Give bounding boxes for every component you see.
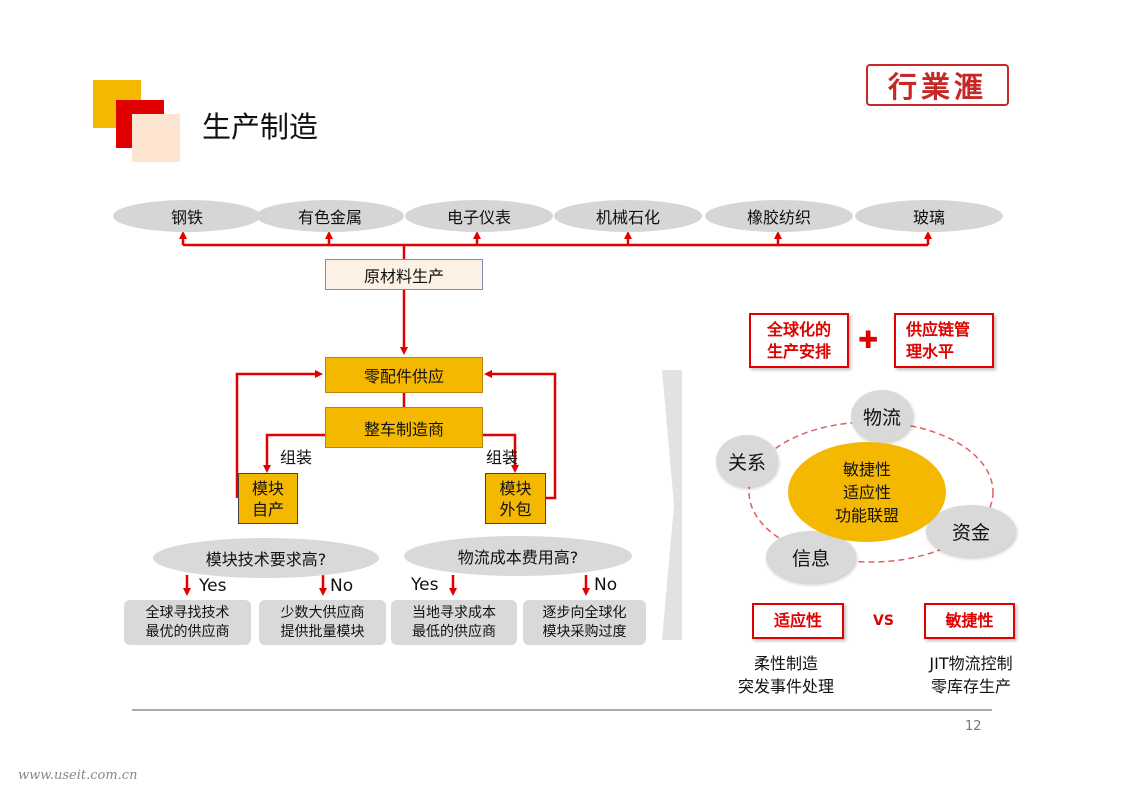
circle-capital: 资金	[926, 505, 1016, 557]
center-line: 适应性	[842, 482, 891, 502]
assembly-label-right: 组装	[486, 448, 519, 467]
result-few-suppliers: 少数大供应商 提供批量模块	[259, 600, 386, 645]
caption-line: 突发事件处理	[737, 677, 834, 696]
result-global-tech: 全球寻找技术 最优的供应商	[124, 600, 251, 645]
raw-material-box: 原材料生产	[325, 259, 483, 290]
global-production-box: 全球化的 生产安排	[749, 313, 849, 368]
module-self-line1: 模块	[251, 478, 284, 498]
center-line: 功能联盟	[834, 505, 899, 525]
result-local-cost: 当地寻求成本 最低的供应商	[391, 600, 517, 645]
circle-logistics: 物流	[851, 390, 913, 442]
result-line: 当地寻求成本	[412, 604, 496, 621]
industry-steel: 钢铁	[113, 200, 261, 232]
caption-line: JIT物流控制	[929, 654, 1013, 673]
supply-chain-box: 供应链管 理水平	[894, 313, 994, 368]
right-no-label: No	[594, 575, 618, 595]
result-line: 逐步向全球化	[542, 604, 627, 621]
right-yes-label: Yes	[411, 575, 439, 595]
box-line: 生产安排	[766, 341, 831, 361]
industry-electronics: 电子仪表	[405, 200, 553, 232]
result-line: 全球寻找技术	[145, 604, 230, 621]
question-tech: 模块技术要求高?	[153, 538, 379, 578]
chevron-separator	[662, 370, 682, 640]
industry-glass: 玻璃	[855, 200, 1003, 232]
question-logistics: 物流成本费用高?	[404, 536, 632, 576]
page-number: 12	[965, 719, 982, 734]
plus-icon: ✚	[858, 326, 879, 354]
result-line: 最优的供应商	[145, 623, 230, 640]
module-outsource-line1: 模块	[499, 478, 532, 498]
brand-logo: 行業滙	[866, 64, 1009, 106]
parts-supply-box: 零配件供应	[325, 357, 483, 393]
vs-label: VS	[873, 613, 894, 629]
left-no-label: No	[330, 576, 354, 596]
box-line: 理水平	[906, 341, 955, 361]
result-global-transition: 逐步向全球化 模块采购过度	[523, 600, 646, 645]
module-self-box: 模块 自产	[238, 473, 298, 524]
result-line: 最低的供应商	[412, 623, 496, 640]
industry-rubber: 橡胶纺织	[705, 200, 853, 232]
module-outsource-line2: 外包	[499, 499, 532, 519]
caption-line: 零库存生产	[930, 677, 1011, 696]
page-title: 生产制造	[202, 110, 319, 144]
logo-square-peach	[132, 114, 180, 162]
box-line: 全球化的	[766, 319, 831, 339]
center-core: 敏捷性 适应性 功能联盟	[788, 442, 946, 542]
agility-caption: JIT物流控制 零库存生产	[915, 652, 1027, 698]
industry-nonferrous: 有色金属	[256, 200, 404, 232]
left-yes-label: Yes	[199, 576, 227, 596]
agility-box: 敏捷性	[924, 603, 1015, 639]
result-line: 模块采购过度	[542, 623, 627, 640]
adaptability-box: 适应性	[752, 603, 844, 639]
watermark: www.useit.com.cn	[18, 768, 138, 783]
adaptability-caption: 柔性制造 突发事件处理	[728, 652, 844, 698]
industry-machinery: 机械石化	[554, 200, 702, 232]
caption-line: 柔性制造	[753, 654, 818, 673]
center-line: 敏捷性	[842, 459, 891, 479]
module-outsource-box: 模块 外包	[485, 473, 546, 524]
box-line: 供应链管	[906, 319, 971, 339]
circle-info: 信息	[766, 531, 856, 583]
result-line: 少数大供应商	[280, 604, 365, 621]
circle-relation: 关系	[716, 435, 778, 487]
module-self-line2: 自产	[251, 499, 284, 519]
oem-box: 整车制造商	[325, 407, 483, 448]
result-line: 提供批量模块	[280, 623, 365, 640]
assembly-label-left: 组装	[280, 448, 313, 467]
